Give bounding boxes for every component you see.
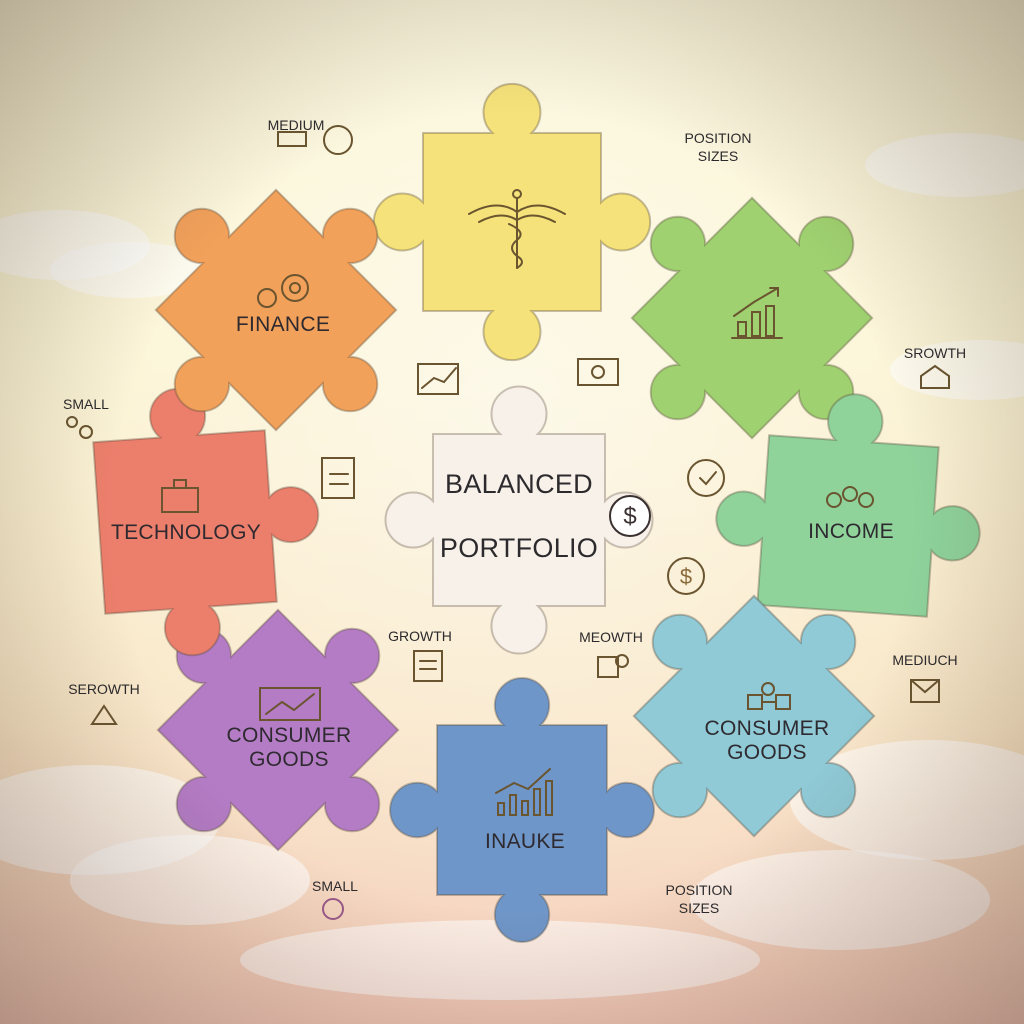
center-label: BALANCED PORTFOLIO [440, 436, 598, 596]
medium-scale-icon [277, 125, 353, 155]
svg-text:$: $ [680, 564, 692, 589]
center-label-line2: PORTFOLIO [439, 533, 599, 563]
puzzle-piece-consumer-goods-left [156, 608, 400, 852]
small-globe-icon [322, 898, 344, 920]
mini-bar-chart-icon [417, 363, 459, 395]
clock-icon [687, 459, 725, 497]
form-icon [321, 457, 355, 499]
center-label-line1: BALANCED [445, 469, 593, 499]
dollar-coin-icon: $ [609, 495, 651, 537]
annotation-meowth: MEOWTH [579, 629, 643, 645]
annotation-growth-mid: GROWTH [388, 628, 452, 644]
puzzle-piece-income [715, 393, 981, 618]
monitor-icon [577, 358, 619, 386]
trend-chart-icon [259, 687, 321, 721]
annotation-position-sizes-bottom: POSITION SIZES [665, 882, 733, 916]
bar-chart-up-icon [731, 287, 783, 339]
puzzle-piece-center [384, 385, 654, 655]
network-icon [747, 682, 791, 710]
documents-icon [413, 650, 443, 682]
piece-label-technology: TECHNOLOGY [110, 521, 262, 544]
svg-text:$: $ [623, 503, 636, 530]
dollar-coin-small-icon: $ [667, 557, 705, 595]
annotation-serowth: SEROWTH [68, 681, 140, 697]
small-cluster-icon [66, 416, 93, 439]
annotation-medium-top: MEDIUM [267, 117, 325, 133]
piece-label-consumer-goods-left: CONSUMER GOODS [226, 724, 352, 771]
piece-label-consumer-goods-right: CONSUMER GOODS [704, 717, 830, 764]
piece-label-finance: FINANCE [235, 313, 331, 336]
piece-label-inauke: INAUKE [485, 830, 565, 853]
serowth-icon [90, 704, 118, 725]
puzzle-piece-healthcare [372, 82, 652, 362]
house-icon [920, 364, 950, 389]
puzzle-piece-finance [154, 188, 398, 432]
annotation-small-left: SMALL [63, 396, 109, 412]
piece-label-income: INCOME [808, 520, 894, 543]
line-chart-icon [495, 768, 553, 816]
annotation-small-bottom: SMALL [312, 878, 358, 894]
chip-icon [161, 479, 199, 513]
caduceus-icon [468, 189, 566, 269]
meowth-icon [597, 654, 629, 678]
envelope-icon [910, 679, 940, 703]
annotation-mediuch: MEDIUCH [892, 652, 958, 668]
annotation-srowth: SROWTH [903, 345, 967, 361]
coins-icon [826, 486, 874, 508]
gears-icon [257, 274, 309, 308]
puzzle-piece-consumer-goods-right [632, 594, 876, 838]
annotation-position-sizes-top: POSITION SIZES [684, 130, 752, 164]
